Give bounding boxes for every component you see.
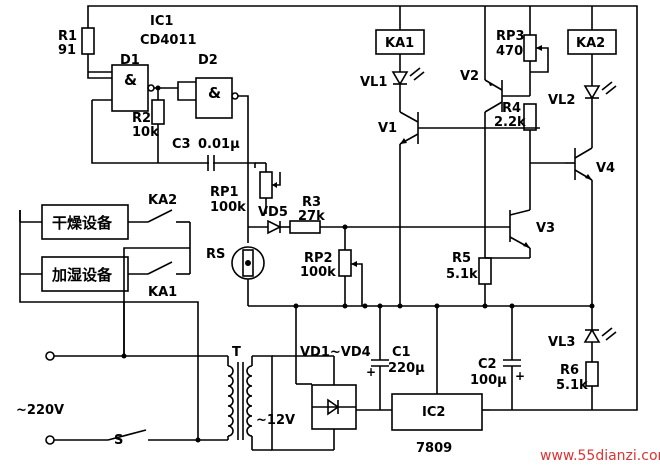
label-vd5: VD5 <box>258 205 288 220</box>
label-t: T <box>232 345 241 360</box>
mains-terminal-bottom <box>45 435 55 445</box>
label-ic2-part: 7809 <box>416 441 452 456</box>
transformer-secondary <box>246 365 253 437</box>
label-vd1-vd4: VD1~VD4 <box>300 345 371 360</box>
label-ic1: IC1 <box>150 14 173 29</box>
inverter-bubble-d1 <box>147 84 155 92</box>
label-rp2-value: 100k <box>300 265 336 280</box>
label-humidifier: 加湿设备 <box>51 266 113 284</box>
label-r4-value: 2.2k <box>494 115 526 130</box>
label-rp1: RP1 <box>210 185 239 200</box>
top-supply-rail <box>87 5 638 411</box>
label-r5: R5 <box>452 251 471 266</box>
resistor-r4 <box>523 103 537 131</box>
led-vl1 <box>391 71 409 86</box>
label-ic2: IC2 <box>422 405 445 420</box>
relay-contact-ka2 <box>147 209 173 223</box>
regulator-ic2 <box>391 393 483 431</box>
label-rp3-value: 470 <box>496 44 523 59</box>
label-v3: V3 <box>536 221 555 236</box>
label-ic1-part: CD4011 <box>140 33 197 48</box>
label-r1-value: 91 <box>58 43 76 58</box>
resistor-r2 <box>151 99 165 125</box>
label-r4: R4 <box>502 101 521 116</box>
label-r6-value: 5.1k <box>556 378 588 393</box>
label-c2: C2 <box>478 357 497 372</box>
label-r2: R2 <box>132 111 151 126</box>
watermark: www.55dianzi.com <box>540 448 660 464</box>
label-v4: V4 <box>596 161 615 176</box>
potentiometer-rp3 <box>523 34 537 62</box>
label-c3: C3 <box>172 137 191 152</box>
label-r3: R3 <box>302 195 321 210</box>
label-c1-value: 220μ <box>388 361 425 376</box>
label-r3-value: 27k <box>298 209 325 224</box>
nand-symbol-d2: & <box>208 84 221 102</box>
diode-vd5 <box>267 219 282 235</box>
label-r1: R1 <box>58 29 77 44</box>
label-r5-value: 5.1k <box>446 267 478 282</box>
label-ka1-contact: KA1 <box>148 285 177 300</box>
c1-plus: + <box>366 365 376 379</box>
mains-terminal-top <box>45 351 55 361</box>
label-r6: R6 <box>560 363 579 378</box>
led-vl2 <box>583 85 601 100</box>
wire-d2-out <box>238 95 249 163</box>
c2-plus: + <box>515 369 525 383</box>
label-vl3: VL3 <box>548 335 575 350</box>
label-v1: V1 <box>378 121 397 136</box>
label-d2: D2 <box>198 53 218 68</box>
label-s: S <box>114 433 123 448</box>
label-c2-value: 100μ <box>470 373 507 388</box>
inverter-bubble-d2 <box>231 92 239 100</box>
label-c3-value: 0.01μ <box>198 137 240 152</box>
label-rp3: RP3 <box>496 29 525 44</box>
label-r2-value: 10k <box>132 125 159 140</box>
potentiometer-rp2 <box>338 249 352 277</box>
label-v2: V2 <box>460 69 479 84</box>
resistor-r5 <box>478 257 492 285</box>
label-vl1: VL1 <box>360 75 387 90</box>
label-ka1: KA1 <box>385 36 414 51</box>
nand-symbol-d1: & <box>124 71 137 89</box>
switch-s <box>107 429 147 441</box>
potentiometer-rp1 <box>259 171 273 199</box>
label-dryer: 干燥设备 <box>52 214 113 232</box>
label-ka2: KA2 <box>576 36 605 51</box>
label-220v: ~220V <box>16 403 64 418</box>
label-ka2-contact: KA2 <box>148 193 177 208</box>
resistor-r1 <box>81 27 95 55</box>
label-12v: ~12V <box>256 413 295 428</box>
label-rp2: RP2 <box>304 251 333 266</box>
label-c1: C1 <box>392 345 411 360</box>
transformer-primary <box>227 365 234 437</box>
relay-contact-ka1 <box>147 261 173 275</box>
label-rs: RS <box>206 247 225 262</box>
resistor-r6 <box>585 361 599 387</box>
wire-c3-loop <box>91 100 256 168</box>
label-vl2: VL2 <box>548 93 575 108</box>
label-rp1-value: 100k <box>210 200 246 215</box>
led-vl3 <box>583 328 601 343</box>
